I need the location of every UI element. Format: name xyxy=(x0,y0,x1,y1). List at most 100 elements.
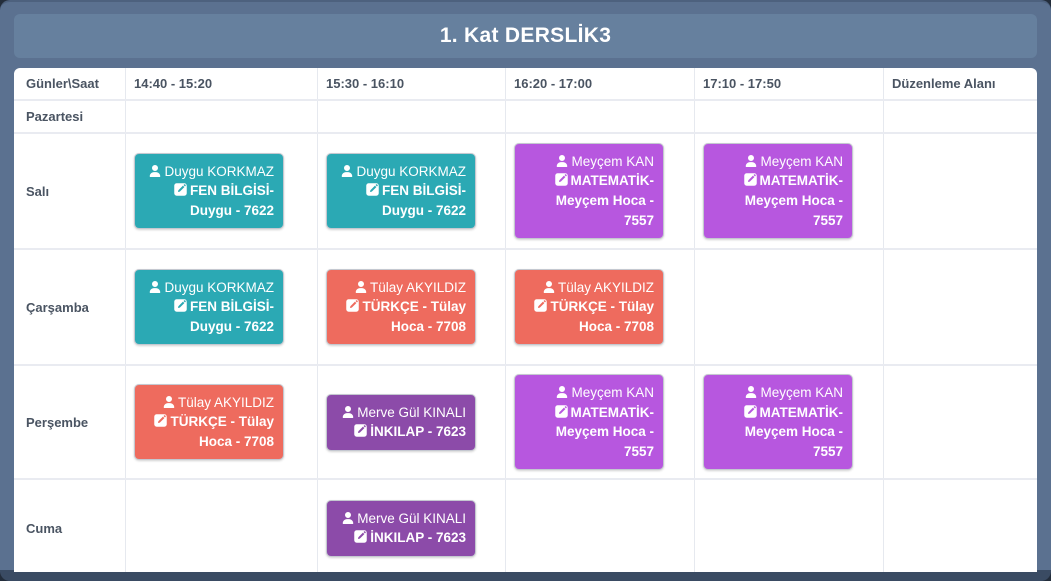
lesson-label: İNKILAP - 7623 xyxy=(336,422,466,442)
schedule-cell xyxy=(695,250,884,364)
edit-icon xyxy=(554,173,568,187)
user-icon xyxy=(543,280,555,293)
schedule-cell xyxy=(506,101,695,132)
header-slot-1: 14:40 - 15:20 xyxy=(126,68,318,99)
lesson-label: TÜRKÇE - Tülay Hoca - 7708 xyxy=(524,297,654,336)
header-slot-4: 17:10 - 17:50 xyxy=(695,68,884,99)
edit-icon xyxy=(743,173,757,187)
lesson-label: TÜRKÇE - Tülay Hoca - 7708 xyxy=(336,297,466,336)
edit-area-cell xyxy=(884,366,1037,478)
user-icon xyxy=(163,395,175,408)
teacher-name: Duygu KORKMAZ xyxy=(144,278,274,298)
lesson-label: FEN BİLGİSİ-Duygu - 7622 xyxy=(144,181,274,220)
schedule-cell xyxy=(695,480,884,572)
header-days-time: Günler\Saat xyxy=(14,68,126,99)
user-icon xyxy=(557,154,568,167)
teacher-name: Meyçem KAN xyxy=(524,152,654,172)
lesson-label: MATEMATİK-Meyçem Hoca - 7557 xyxy=(554,404,654,459)
lesson-label: TÜRKÇE - Tülay Hoca - 7708 xyxy=(144,412,274,451)
day-label: Perşembe xyxy=(14,366,126,479)
edit-area-cell xyxy=(884,101,1037,132)
schedule-cell xyxy=(318,101,506,132)
timetable-panel: Günler\Saat 14:40 - 15:20 15:30 - 16:10 … xyxy=(14,68,1037,572)
edit-icon xyxy=(534,299,548,312)
teacher-name: Merve Gül KINALI xyxy=(336,403,466,423)
lesson-label: MATEMATİK-Meyçem Hoca - 7557 xyxy=(554,173,654,228)
room-title: 1. Kat DERSLİK3 xyxy=(14,14,1037,58)
user-icon xyxy=(557,386,568,398)
schedule-cell xyxy=(126,480,318,572)
edit-icon xyxy=(346,299,360,312)
edit-icon xyxy=(354,530,367,543)
teacher-name: Duygu KORKMAZ xyxy=(144,162,274,182)
schedule-cell xyxy=(506,480,695,572)
header-edit-area: Düzenleme Alanı xyxy=(892,76,996,91)
user-icon xyxy=(150,164,161,177)
teacher-name: Tülay AKYILDIZ xyxy=(524,278,654,298)
edit-icon xyxy=(366,183,379,196)
user-icon xyxy=(746,154,757,167)
header-slot-3: 16:20 - 17:00 xyxy=(506,68,695,99)
teacher-name: Meyçem KAN xyxy=(713,383,843,403)
edit-icon xyxy=(174,299,187,312)
lesson-label: FEN BİLGİSİ-Duygu - 7622 xyxy=(336,181,466,220)
edit-icon xyxy=(174,183,187,196)
edit-icon xyxy=(554,404,568,418)
header-slot-2: 15:30 - 16:10 xyxy=(318,68,506,99)
schedule-cell xyxy=(126,101,318,132)
user-icon xyxy=(150,280,161,293)
teacher-name: Tülay AKYILDIZ xyxy=(144,393,274,413)
teacher-name: Duygu KORKMAZ xyxy=(336,162,466,182)
teacher-name: Merve Gül KINALI xyxy=(336,509,466,529)
user-icon xyxy=(746,386,757,398)
timetable-row-pazartesi: Pazartesi xyxy=(14,101,1037,134)
day-label: Çarşamba xyxy=(14,250,126,364)
teacher-name: Tülay AKYILDIZ xyxy=(336,278,466,298)
day-label: Salı xyxy=(14,134,126,248)
lesson-label: FEN BİLGİSİ-Duygu - 7622 xyxy=(144,297,274,336)
teacher-name: Meyçem KAN xyxy=(713,152,843,172)
edit-area-cell xyxy=(884,250,1037,364)
day-label: Cuma xyxy=(14,480,126,572)
user-icon xyxy=(342,511,354,524)
lesson-label: MATEMATİK-Meyçem Hoca - 7557 xyxy=(743,173,843,228)
user-icon xyxy=(342,405,354,418)
edit-area-cell xyxy=(884,480,1037,572)
schedule-cell xyxy=(695,101,884,132)
edit-icon xyxy=(743,404,757,418)
lesson-label: MATEMATİK-Meyçem Hoca - 7557 xyxy=(743,404,843,459)
user-icon xyxy=(342,164,353,177)
edit-icon xyxy=(354,424,367,437)
user-icon xyxy=(355,280,367,293)
